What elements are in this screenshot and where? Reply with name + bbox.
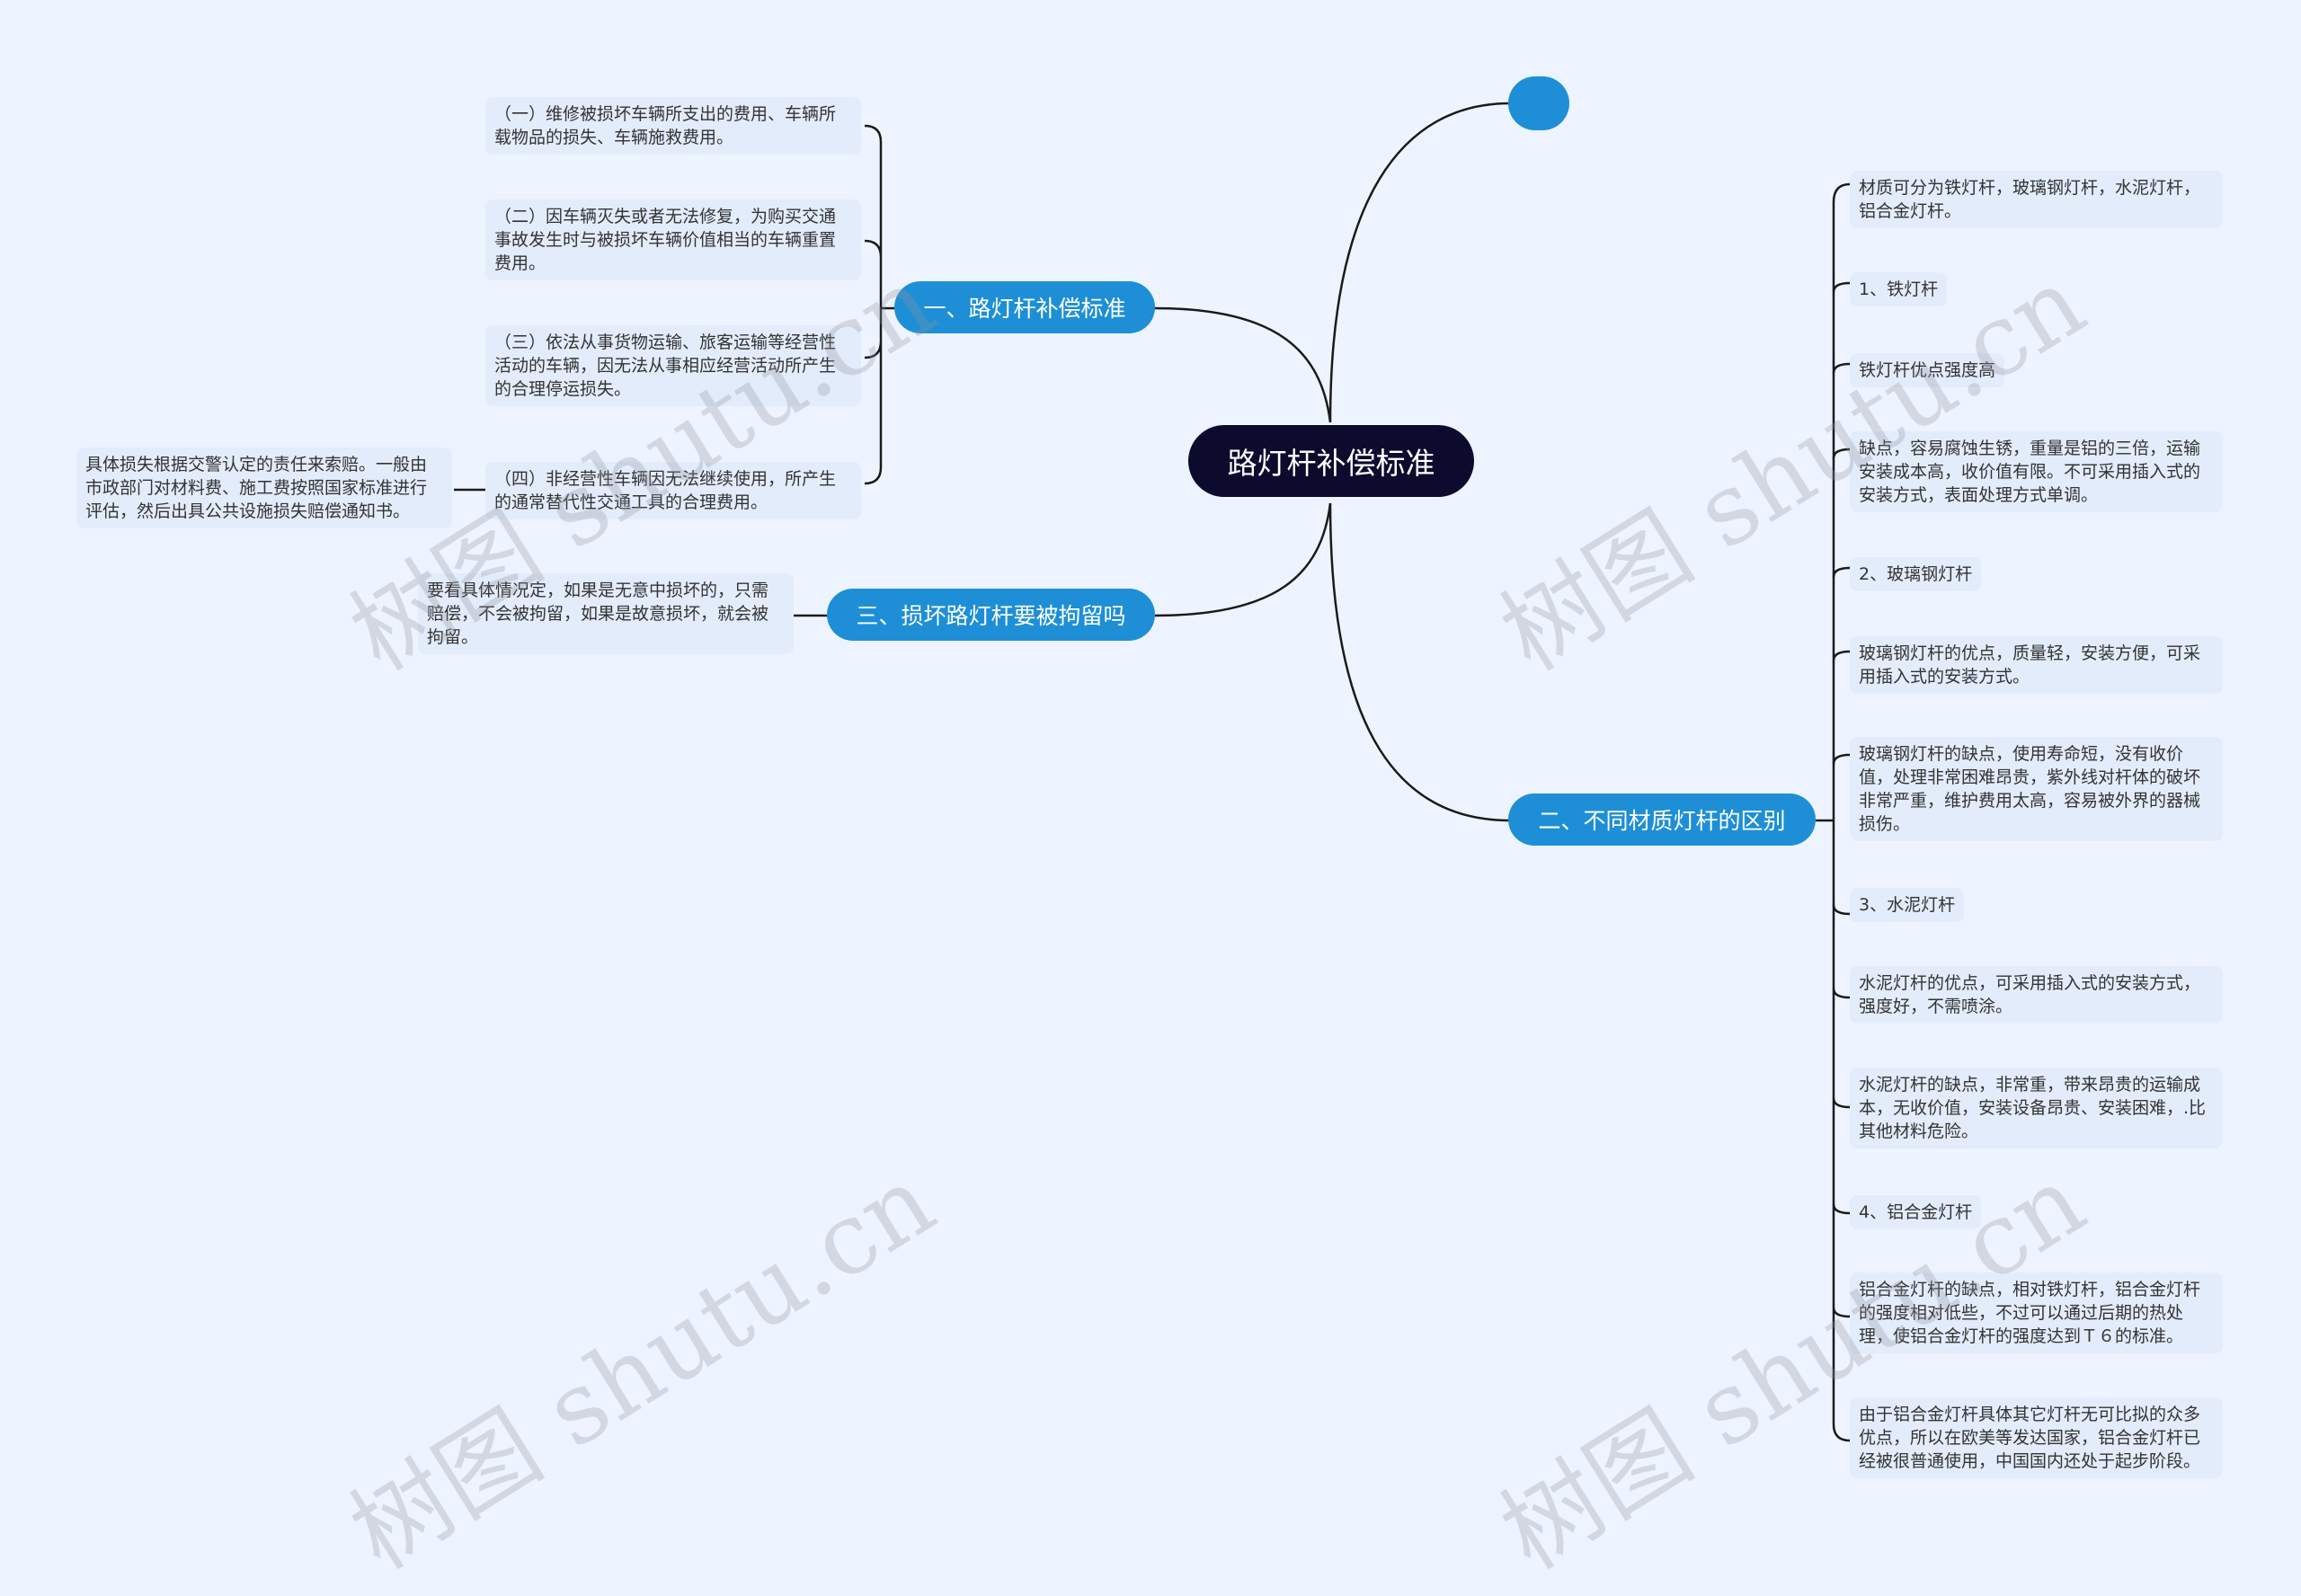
branch-title: 二、不同材质灯杆的区别 bbox=[1538, 808, 1786, 834]
leaf-b2-aluminum-cons[interactable]: 铝合金灯杆的缺点，相对铁灯杆，铝合金灯杆的强度相对低些，不过可以通过后期的热处理… bbox=[1850, 1272, 2223, 1353]
leaf-b2-cement-pros[interactable]: 水泥灯杆的优点，可采用插入式的安装方式，强度好，不需喷涂。 bbox=[1850, 966, 2223, 1024]
link-b2-bracket bbox=[1816, 182, 1851, 1442]
branch-title: 三、损坏路灯杆要被拘留吗 bbox=[856, 603, 1126, 629]
link-root-top-dot bbox=[1328, 102, 1511, 423]
leaf-b2-frp-pros[interactable]: 玻璃钢灯杆的优点，质量轻，安装方便，可采用插入式的安装方式。 bbox=[1850, 636, 2223, 694]
leaf-b2-iron-cons[interactable]: 缺点，容易腐蚀生锈，重量是铝的三倍，运输安装成本高，收价值有限。不可采用插入式的… bbox=[1850, 431, 2223, 512]
link-b2-ticks bbox=[1832, 281, 1851, 1318]
link-b1-bracket bbox=[864, 124, 894, 485]
mindmap-canvas: 路灯杆补偿标准 一、路灯杆补偿标准 三、损坏路灯杆要被拘留吗 二、不同材质灯杆的… bbox=[76, 76, 2223, 1592]
leaf-b2-frp-cons[interactable]: 玻璃钢灯杆的缺点，使用寿命短，没有收价值，处理非常困难昂贵，紫外线对杆体的破坏非… bbox=[1850, 737, 2223, 841]
branch-title: 一、路灯杆补偿标准 bbox=[923, 296, 1126, 322]
leaf-b2-iron-heading[interactable]: 1、铁灯杆 bbox=[1850, 272, 1948, 306]
branch-compensation-standard[interactable]: 一、路灯杆补偿标准 bbox=[894, 281, 1155, 333]
root-node[interactable]: 路灯杆补偿标准 bbox=[1188, 425, 1474, 497]
link-root-b1 bbox=[1154, 306, 1332, 423]
connector-lines bbox=[454, 102, 1851, 1442]
leaf-b3-answer[interactable]: 要看具体情况定，如果是无意中损坏的，只需赔偿，不会被拘留，如果是故意损坏，就会被… bbox=[418, 573, 794, 654]
branch-detention-question[interactable]: 三、损坏路灯杆要被拘留吗 bbox=[827, 589, 1155, 641]
root-title: 路灯杆补偿标准 bbox=[1227, 446, 1435, 481]
leaf-b2-iron-pros[interactable]: 铁灯杆优点强度高 bbox=[1850, 353, 2005, 387]
leaf-b1-item-3[interactable]: （三）依法从事货物运输、旅客运输等经营性活动的车辆，因无法从事相应经营活动所产生… bbox=[485, 325, 861, 406]
leaf-b2-frp-heading[interactable]: 2、玻璃钢灯杆 bbox=[1850, 557, 1982, 591]
branch-material-differences[interactable]: 二、不同材质灯杆的区别 bbox=[1508, 794, 1816, 846]
leaf-b1-item-2[interactable]: （二）因车辆灭失或者无法修复，为购买交通事故发生时与被损坏车辆价值相当的车辆重置… bbox=[485, 200, 861, 280]
empty-topic-node[interactable] bbox=[1508, 76, 1569, 130]
leaf-b2-aluminum-heading[interactable]: 4、铝合金灯杆 bbox=[1850, 1195, 1982, 1229]
leaf-b2-cement-heading[interactable]: 3、水泥灯杆 bbox=[1850, 888, 1965, 922]
leaf-b2-aluminum-pros[interactable]: 由于铝合金灯杆具体其它灯杆无可比拟的众多优点，所以在欧美等发达国家，铝合金灯杆已… bbox=[1850, 1397, 2223, 1478]
leaf-b1-item-4[interactable]: （四）非经营性车辆因无法继续使用，所产生的通常替代性交通工具的合理费用。 bbox=[485, 462, 861, 519]
link-root-b2 bbox=[1328, 502, 1511, 822]
leaf-b2-cement-cons[interactable]: 水泥灯杆的缺点，非常重，带来昂贵的运输成本，无收价值，安装设备昂贵、安装困难，.… bbox=[1850, 1068, 2223, 1148]
link-root-b3 bbox=[1154, 502, 1332, 617]
leaf-b2-materials[interactable]: 材质可分为铁灯杆，玻璃钢灯杆，水泥灯杆，铝合金灯杆。 bbox=[1850, 171, 2223, 228]
leaf-b1-sub[interactable]: 具体损失根据交警认定的责任来索赔。一般由市政部门对材料费、施工费按照国家标准进行… bbox=[76, 448, 452, 528]
leaf-b1-item-1[interactable]: （一）维修被损坏车辆所支出的费用、车辆所载物品的损失、车辆施救费用。 bbox=[485, 97, 861, 155]
